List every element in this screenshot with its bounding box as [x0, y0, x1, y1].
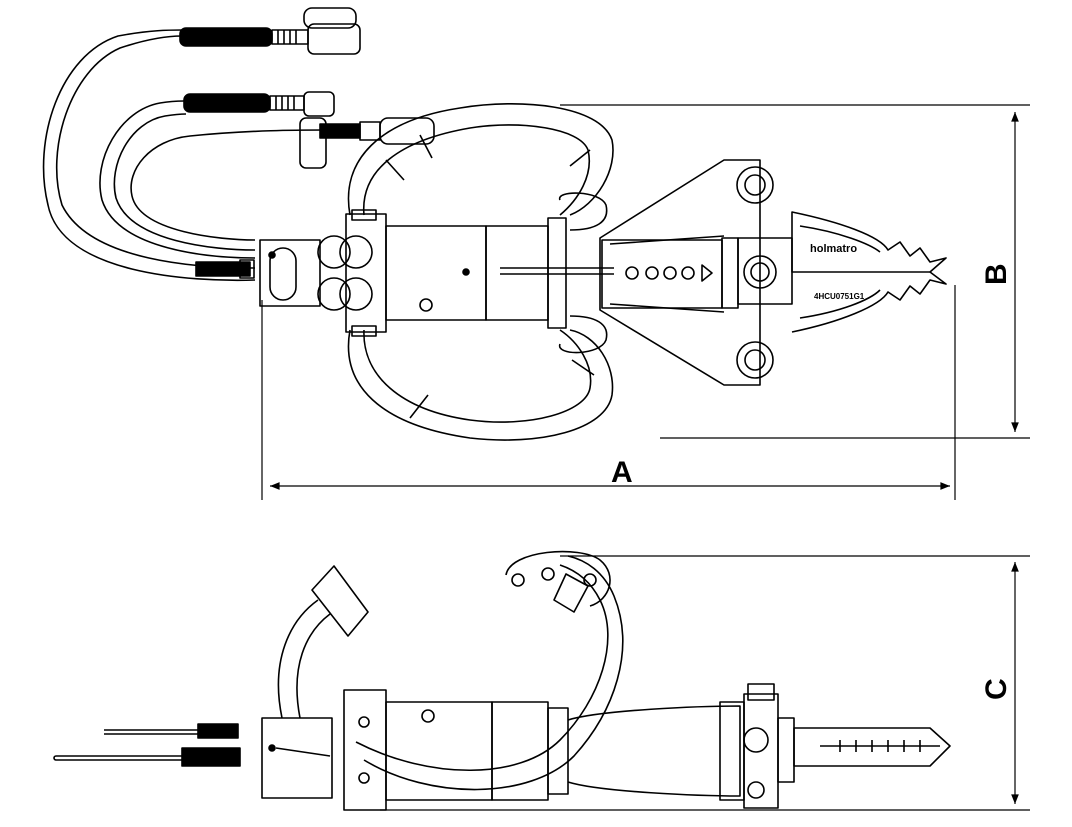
cylinder-body — [345, 192, 614, 354]
dimension-label-b: B — [980, 263, 1013, 285]
dimension-label-c: C — [980, 678, 1013, 700]
side-body — [343, 683, 951, 811]
cutter-jaws: holmatro 4HCU0751G1 — [736, 166, 947, 379]
serial-label: 4HCU0751G1 — [814, 292, 865, 301]
dimension-lines-side — [380, 555, 1030, 811]
carry-handle — [347, 103, 614, 441]
side-rear-block — [261, 565, 369, 799]
side-hoses — [53, 723, 241, 767]
brand-label: holmatro — [810, 243, 857, 255]
side-handle — [355, 550, 624, 791]
tool-cone — [599, 159, 761, 386]
side-view — [53, 550, 951, 811]
dimension-label-a: A — [611, 456, 633, 489]
dimension-lines-top — [261, 104, 1030, 500]
rear-block — [195, 235, 373, 311]
hose-couplers — [179, 7, 435, 169]
hydraulic-hoses — [42, 29, 326, 282]
top-view: holmatro 4HCU0751G1 — [42, 7, 947, 441]
